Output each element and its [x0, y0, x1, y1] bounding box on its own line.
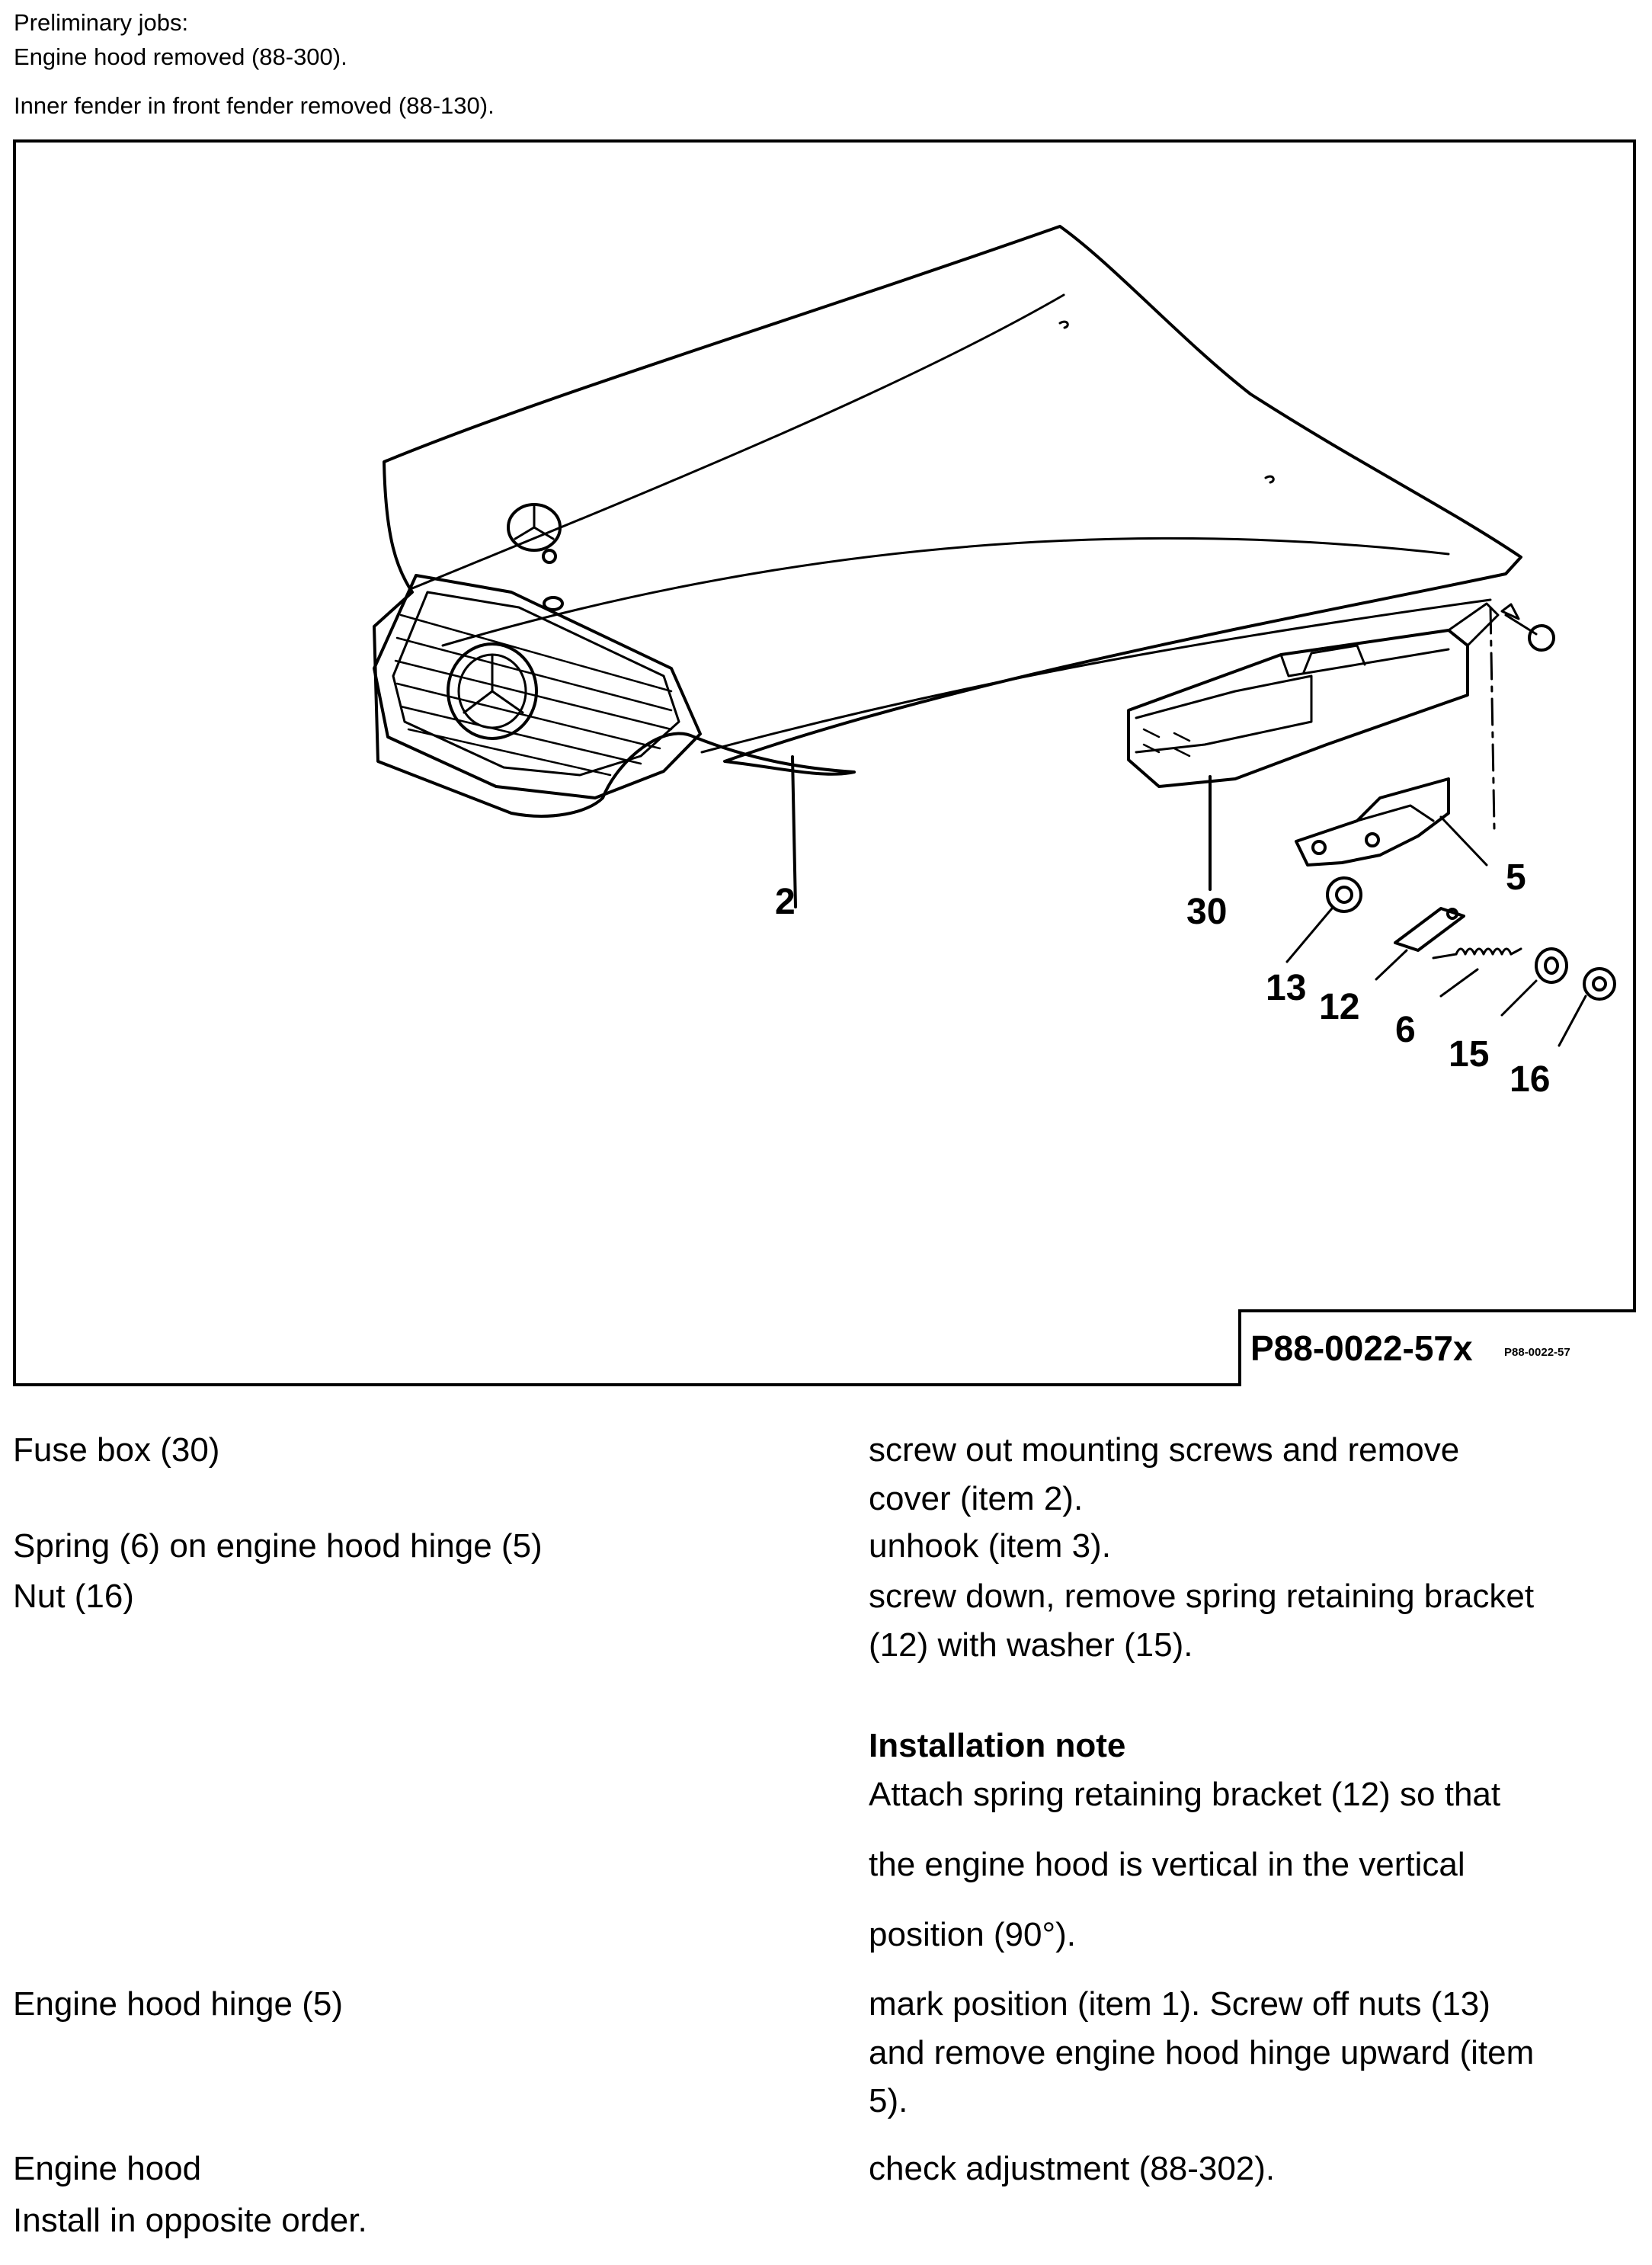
figure-code: P88-0022-57x — [1250, 1328, 1473, 1368]
callout-16: 16 — [1510, 1059, 1550, 1100]
callout-5: 5 — [1506, 857, 1526, 898]
preliminary-job-2: Inner fender in front fender removed (88… — [14, 92, 495, 119]
nut-13-part — [1326, 876, 1362, 913]
figure-code-small: P88-0022-57 — [1504, 1346, 1570, 1359]
step-3-action-line-1: screw down, remove spring retaining brac… — [869, 1578, 1535, 1615]
preliminary-heading: Preliminary jobs: — [14, 9, 189, 36]
installation-note-line-3: position (90°). — [869, 1916, 1076, 1953]
hood-star-emblem — [507, 503, 562, 552]
installation-note-line-2: the engine hood is vertical in the verti… — [869, 1846, 1465, 1883]
step-1-action-line-2: cover (item 2). — [869, 1480, 1084, 1517]
engine-hood-outline — [373, 225, 1522, 818]
step-1-action-line-1: screw out mounting screws and remove — [869, 1431, 1460, 1469]
step-3-item: Nut (16) — [13, 1578, 134, 1615]
preliminary-job-1: Engine hood removed (88-300). — [14, 43, 347, 70]
step-4-action-line-3: 5). — [869, 2082, 908, 2119]
step-5-action: check adjustment (88-302). — [869, 2150, 1276, 2187]
callout-30: 30 — [1186, 892, 1227, 932]
installation-note-heading: Installation note — [869, 1727, 1126, 1764]
callout-15: 15 — [1449, 1034, 1489, 1075]
nut-16-part — [1583, 967, 1616, 1001]
figure-code-box: P88-0022-57x P88-0022-57 — [1238, 1309, 1636, 1386]
engine-hood-illustration: 2 30 5 13 12 6 15 16 — [373, 225, 1616, 1100]
radiator-grille — [373, 574, 702, 799]
step-2-item: Spring (6) on engine hood hinge (5) — [13, 1527, 543, 1565]
step-4-item: Engine hood hinge (5) — [13, 1985, 343, 2023]
step-3-action-line-2: (12) with washer (15). — [869, 1626, 1193, 1664]
spring-part — [1432, 947, 1522, 960]
callout-13: 13 — [1266, 968, 1306, 1008]
callout-12: 12 — [1319, 987, 1359, 1027]
figure-frame: 2 30 5 13 12 6 15 16 — [13, 139, 1636, 1386]
step-4-action-line-2: and remove engine hood hinge upward (ite… — [869, 2034, 1535, 2071]
step-4-action-line-1: mark position (item 1). Screw off nuts (… — [869, 1985, 1490, 2023]
callout-6: 6 — [1395, 1010, 1416, 1050]
mounting-screw-part — [1500, 603, 1555, 652]
step-2-action: unhook (item 3). — [869, 1527, 1111, 1565]
callout-2: 2 — [775, 882, 796, 922]
step-5-item: Engine hood — [13, 2150, 202, 2187]
step-1-item: Fuse box (30) — [13, 1431, 220, 1469]
spring-retaining-bracket-part — [1394, 907, 1465, 952]
footer-instruction: Install in opposite order. — [13, 2202, 367, 2239]
installation-note-line-1: Attach spring retaining bracket (12) so … — [869, 1776, 1501, 1813]
washer-part — [1535, 947, 1568, 984]
fuse-box-part — [1127, 602, 1500, 788]
engine-hood-hinge-part — [1295, 777, 1450, 867]
